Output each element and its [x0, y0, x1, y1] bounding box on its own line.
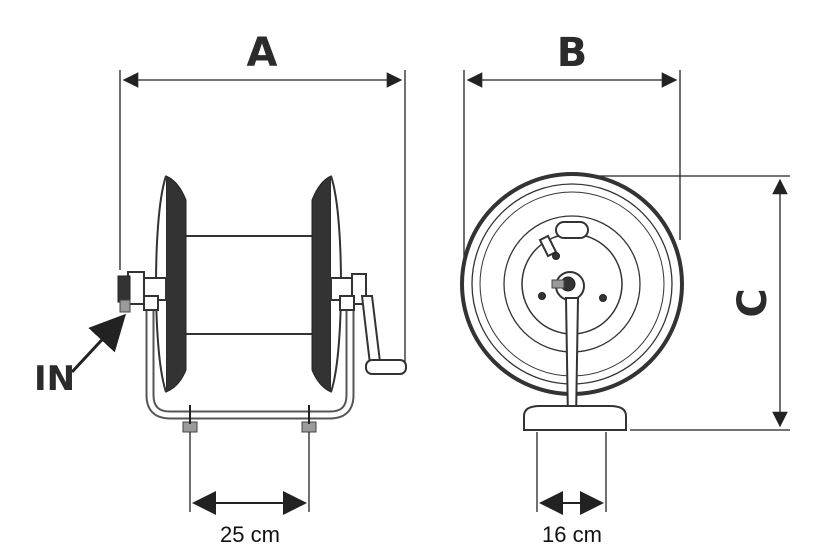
- dimension-foot-side: 16 cm: [536, 432, 607, 547]
- reel-drum: [154, 175, 343, 393]
- crank-handle: [330, 273, 407, 375]
- inlet-fitting: [117, 271, 167, 313]
- foot-width-front-label: 25 cm: [220, 522, 280, 547]
- front-view: A: [34, 30, 407, 547]
- side-stand: [523, 297, 627, 431]
- dimension-c-label: C: [730, 288, 776, 317]
- dimension-foot-front: 25 cm: [189, 432, 310, 547]
- dimension-a-label: A: [247, 30, 278, 76]
- dimension-b: B: [463, 30, 681, 270]
- dimension-b-label: B: [557, 30, 588, 76]
- dimension-c: C: [572, 175, 790, 431]
- reel-disc: [460, 172, 684, 396]
- inlet-label: IN: [34, 359, 75, 399]
- inlet-callout: IN: [34, 313, 127, 399]
- side-view: B C: [460, 30, 790, 547]
- dimension-a: A: [119, 30, 406, 362]
- foot-width-side-label: 16 cm: [542, 522, 602, 547]
